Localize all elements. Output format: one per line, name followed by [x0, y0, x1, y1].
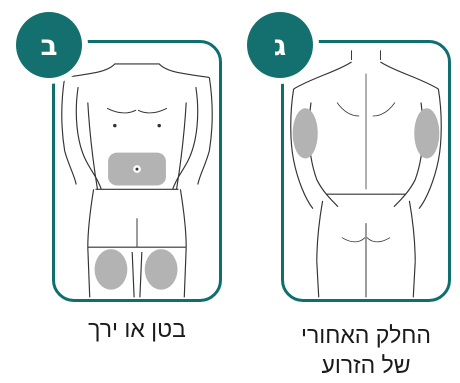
front-body-caption: בטן או ירך — [52, 314, 222, 344]
back-body-caption-line2: של הזרוע — [281, 350, 451, 380]
left-thigh-injection-site — [95, 249, 128, 290]
right-thigh-injection-site — [145, 249, 178, 290]
back-body-illustration — [284, 43, 448, 299]
right-upper-arm-injection-site — [414, 108, 439, 158]
back-body-panel — [281, 40, 451, 302]
front-body-panel — [52, 40, 222, 302]
back-body-caption: החלק האחורי של הזרוע — [281, 320, 451, 380]
left-upper-arm-injection-site — [293, 108, 318, 158]
front-body-illustration — [55, 43, 219, 299]
panel-badge-bet: ב — [16, 12, 82, 78]
panel-badge-gimel: ג — [247, 12, 313, 78]
back-body-caption-line1: החלק האחורי — [281, 320, 451, 350]
